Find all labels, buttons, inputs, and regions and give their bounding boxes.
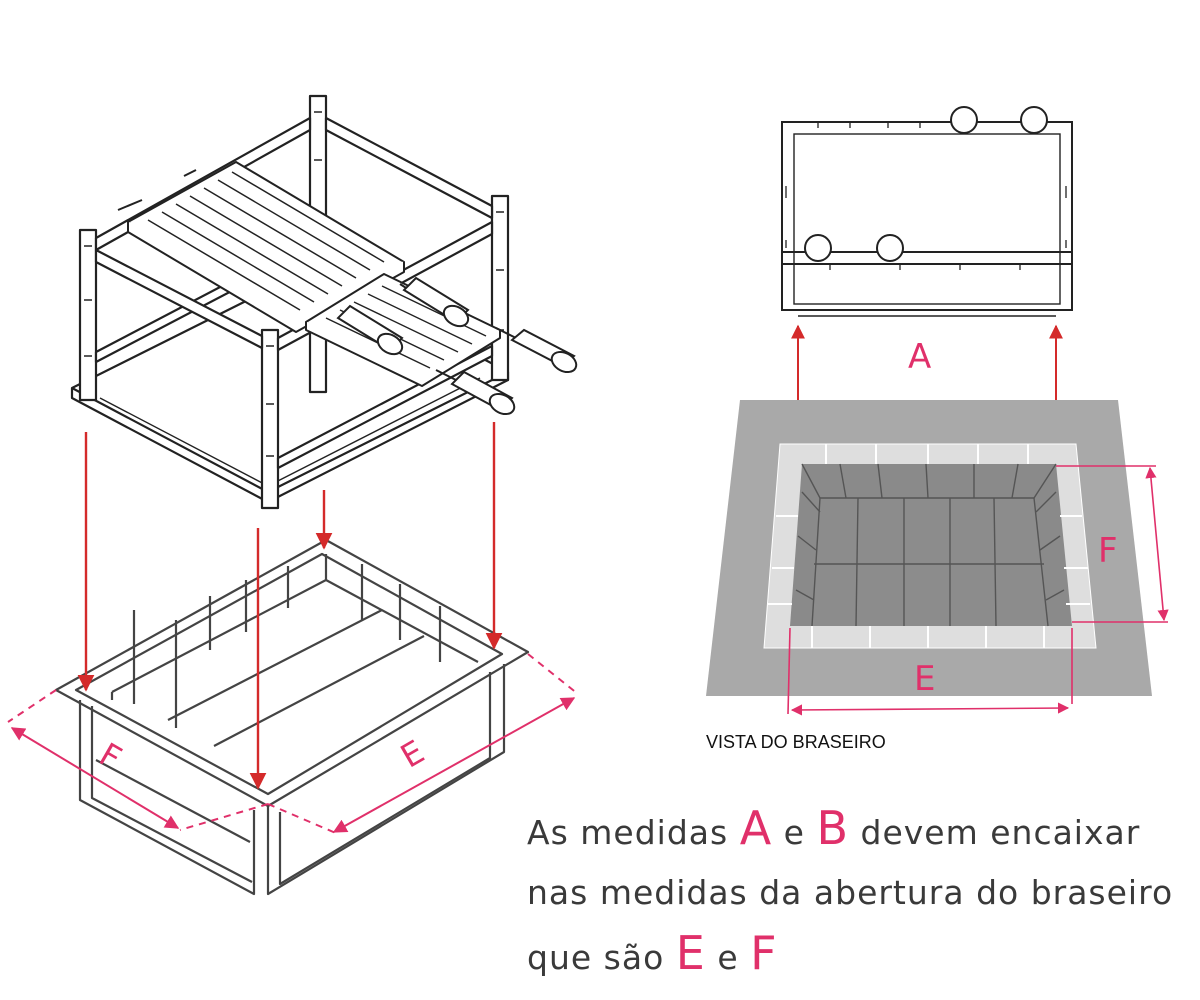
label-f: F — [1098, 531, 1118, 571]
skewer-handles — [336, 276, 578, 416]
braseiro-plan — [706, 400, 1152, 696]
note-text: devem encaixar — [849, 813, 1141, 852]
note-letter-e: E — [675, 926, 706, 980]
iso-label-e: E — [394, 733, 431, 776]
note-text: As medidas — [527, 813, 740, 852]
grill-top-view — [781, 106, 1073, 317]
label-a: A — [908, 337, 931, 377]
caption-vista-do-braseiro: VISTA DO BRASEIRO — [706, 732, 886, 752]
note-text: e — [772, 813, 817, 852]
lower-grill — [305, 273, 501, 387]
fit-arrows-left — [77, 422, 503, 790]
note-text: e — [705, 938, 751, 977]
note-letter-a: A — [739, 801, 773, 855]
dimension-ef-lines — [787, 465, 1169, 716]
note-text: nas medidas da abertura do braseiro — [527, 873, 1174, 912]
note-letter-f: F — [750, 926, 778, 980]
dimension-lines-iso — [7, 653, 579, 835]
label-e: E — [914, 659, 935, 699]
note-line-1: As medidas A e B devem encaixar — [527, 798, 1187, 863]
note-text: que são — [527, 938, 676, 977]
instruction-note: As medidas A e B devem encaixar nas medi… — [527, 798, 1187, 988]
note-letter-b: B — [816, 801, 850, 855]
pit-box — [54, 538, 530, 896]
note-line-3: que são E e F — [527, 923, 1187, 988]
iso-label-f: F — [93, 735, 128, 777]
note-line-2: nas medidas da abertura do braseiro — [527, 863, 1187, 923]
